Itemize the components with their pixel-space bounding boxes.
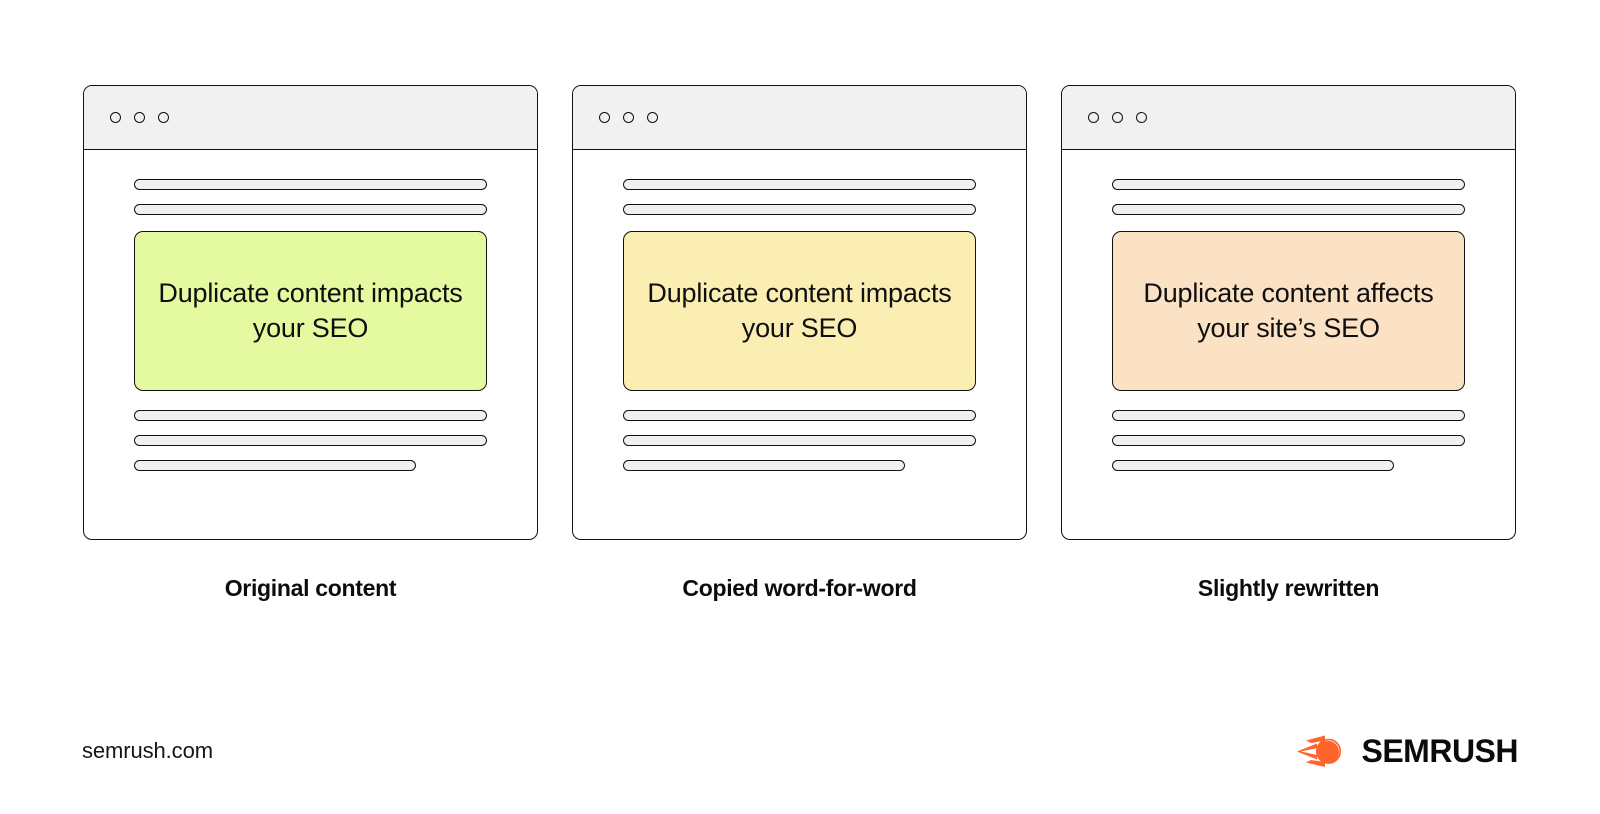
card-slightly-rewritten: Duplicate content affects your site’s SE…	[1060, 85, 1517, 602]
placeholder-line	[134, 410, 487, 421]
comparison-cards-row: Duplicate content impacts your SEO Origi…	[82, 85, 1517, 602]
semrush-comet-icon	[1297, 735, 1342, 767]
window-dot-icon[interactable]	[599, 112, 610, 123]
source-url: semrush.com	[82, 738, 213, 763]
card-original-content: Duplicate content impacts your SEO Origi…	[82, 85, 539, 602]
placeholder-line	[134, 204, 487, 215]
browser-title-bar-1	[84, 86, 537, 150]
placeholder-line	[623, 204, 976, 215]
placeholder-line	[1112, 435, 1465, 446]
browser-content-3: Duplicate content affects your site’s SE…	[1062, 150, 1515, 539]
window-dot-icon[interactable]	[647, 112, 658, 123]
semrush-wordmark: SEMRUSH	[1361, 733, 1518, 769]
highlight-box-2: Duplicate content impacts your SEO	[623, 231, 976, 391]
window-controls-2	[599, 112, 658, 123]
browser-title-bar-3	[1062, 86, 1515, 150]
highlight-box-3: Duplicate content affects your site’s SE…	[1112, 231, 1465, 391]
window-dot-icon[interactable]	[1112, 112, 1123, 123]
browser-content-1: Duplicate content impacts your SEO	[84, 150, 537, 539]
semrush-logo: SEMRUSH	[1297, 730, 1518, 772]
highlight-text-1: Duplicate content impacts your SEO	[158, 277, 463, 343]
window-dot-icon[interactable]	[110, 112, 121, 123]
placeholder-line	[623, 179, 976, 190]
highlight-text-2: Duplicate content impacts your SEO	[647, 277, 952, 343]
placeholder-line	[1112, 179, 1465, 190]
placeholder-line	[623, 460, 906, 471]
card-copied-word-for-word: Duplicate content impacts your SEO Copie…	[571, 85, 1028, 602]
card-caption-3: Slightly rewritten	[1197, 575, 1380, 601]
browser-content-2: Duplicate content impacts your SEO	[573, 150, 1026, 539]
window-dot-icon[interactable]	[1088, 112, 1099, 123]
placeholder-lines-bottom-2	[623, 410, 976, 471]
window-dot-icon[interactable]	[1136, 112, 1147, 123]
placeholder-lines-bottom-3	[1112, 410, 1465, 471]
window-dot-icon[interactable]	[158, 112, 169, 123]
card-caption-2: Copied word-for-word	[682, 575, 917, 601]
placeholder-line	[1112, 460, 1395, 471]
browser-window-2: Duplicate content impacts your SEO	[572, 85, 1027, 540]
window-dot-icon[interactable]	[134, 112, 145, 123]
browser-title-bar-2	[573, 86, 1026, 150]
placeholder-line	[134, 435, 487, 446]
placeholder-line	[134, 460, 417, 471]
placeholder-line	[1112, 204, 1465, 215]
card-caption-1: Original content	[224, 575, 397, 601]
highlight-box-1: Duplicate content impacts your SEO	[134, 231, 487, 391]
placeholder-line	[623, 410, 976, 421]
placeholder-line	[1112, 410, 1465, 421]
browser-window-3: Duplicate content affects your site’s SE…	[1061, 85, 1516, 540]
placeholder-line	[623, 435, 976, 446]
placeholder-lines-top-1	[134, 150, 487, 215]
highlight-text-3: Duplicate content affects your site’s SE…	[1143, 277, 1434, 343]
placeholder-lines-bottom-1	[134, 410, 487, 471]
placeholder-lines-top-2	[623, 150, 976, 215]
window-dot-icon[interactable]	[623, 112, 634, 123]
footer: semrush.com SEMRUSH	[0, 726, 1600, 786]
placeholder-line	[134, 179, 487, 190]
browser-window-1: Duplicate content impacts your SEO	[83, 85, 538, 540]
window-controls-1	[110, 112, 169, 123]
window-controls-3	[1088, 112, 1147, 123]
placeholder-lines-top-3	[1112, 150, 1465, 215]
